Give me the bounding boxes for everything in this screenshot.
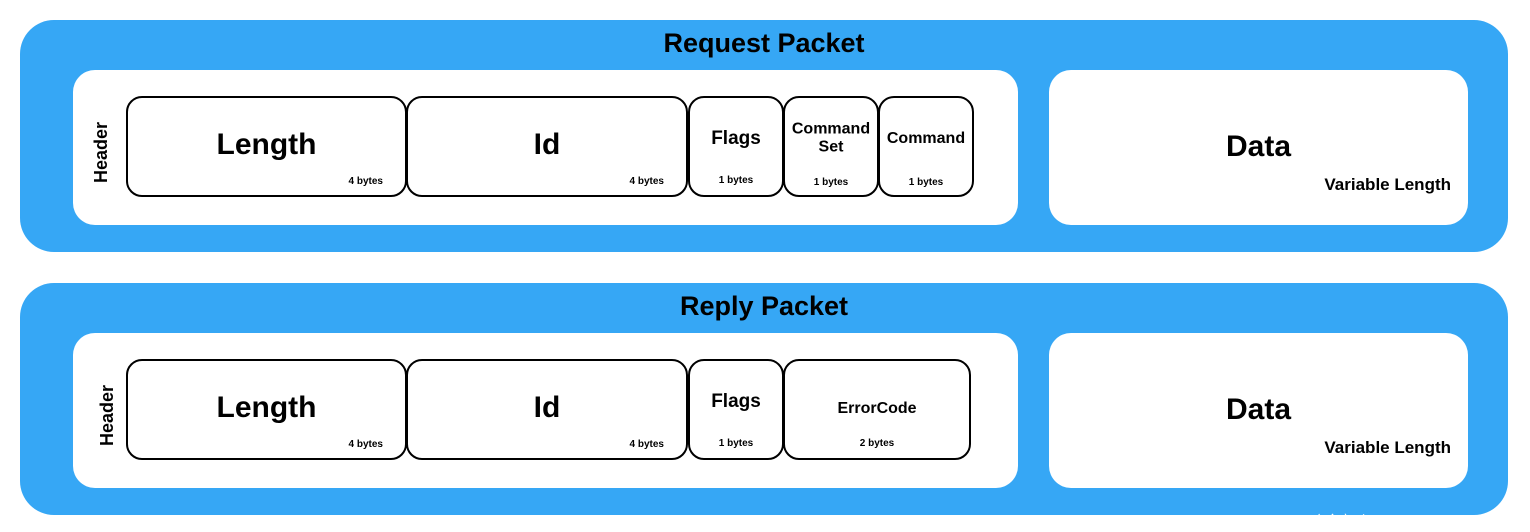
request-data-subtitle: Variable Length xyxy=(1324,175,1451,194)
reply-packet-title: Reply Packet xyxy=(679,291,849,321)
reply-data-title: Data xyxy=(1225,393,1292,426)
request-field-flags: Flags 1 bytes xyxy=(688,96,784,197)
reply-field-length: Length 4 bytes xyxy=(126,359,407,460)
request-field-id: Id 4 bytes xyxy=(406,96,688,197)
reply-header-panel: Header Length 4 bytes Id 4 bytes Flags 1… xyxy=(73,333,1018,488)
reply-header-label: Header xyxy=(97,384,118,446)
request-field-command-set-size: 1 bytes xyxy=(813,177,849,188)
reply-field-length-name: Length xyxy=(216,390,317,424)
request-field-command: Command 1 bytes xyxy=(878,96,974,197)
request-field-command-name: Command xyxy=(886,129,966,147)
request-packet-title: Request Packet xyxy=(663,28,865,58)
reply-field-errorcode: ErrorCode 2 bytes xyxy=(783,359,971,460)
reply-field-flags-size: 1 bytes xyxy=(718,438,754,449)
reply-field-errorcode-name: ErrorCode xyxy=(837,399,917,417)
reply-field-length-size: 4 bytes xyxy=(348,439,383,450)
reply-field-id: Id 4 bytes xyxy=(406,359,688,460)
reply-header-label-text: Header xyxy=(97,384,118,446)
reply-packet: Reply Packet Header Length 4 bytes Id 4 … xyxy=(20,283,1508,515)
request-data-panel: Data Variable Length xyxy=(1049,70,1468,225)
request-field-id-size: 4 bytes xyxy=(629,176,664,187)
request-field-length-size: 4 bytes xyxy=(348,176,383,187)
reply-data-subtitle: Variable Length xyxy=(1324,438,1451,457)
reply-field-flags: Flags 1 bytes xyxy=(688,359,784,460)
request-field-command-set: Command Set 1 bytes xyxy=(783,96,879,197)
request-header-panel: Header Length 4 bytes Id 4 bytes Flags 1… xyxy=(73,70,1018,225)
request-header-label: Header xyxy=(91,121,112,183)
reply-field-id-size: 4 bytes xyxy=(629,439,664,450)
request-field-length: Length 4 bytes xyxy=(126,96,407,197)
request-field-flags-name: Flags xyxy=(711,127,761,149)
reply-data-panel: Data Variable Length xyxy=(1049,333,1468,488)
reply-field-errorcode-size: 2 bytes xyxy=(859,438,895,449)
request-field-id-name: Id xyxy=(533,127,561,161)
request-field-length-name: Length xyxy=(216,127,317,161)
request-header-label-text: Header xyxy=(91,121,112,183)
reply-field-id-name: Id xyxy=(533,390,561,424)
reply-field-flags-name: Flags xyxy=(711,390,761,412)
request-field-flags-size: 1 bytes xyxy=(718,175,754,186)
request-data-title: Data xyxy=(1225,130,1292,163)
request-packet: Request Packet Header Length 4 bytes Id … xyxy=(20,20,1508,252)
watermark-text: 安全客（www.anquanke.com） xyxy=(1313,513,1495,528)
request-field-command-size: 1 bytes xyxy=(908,177,944,188)
request-field-command-set-name: Command Set xyxy=(791,120,871,156)
